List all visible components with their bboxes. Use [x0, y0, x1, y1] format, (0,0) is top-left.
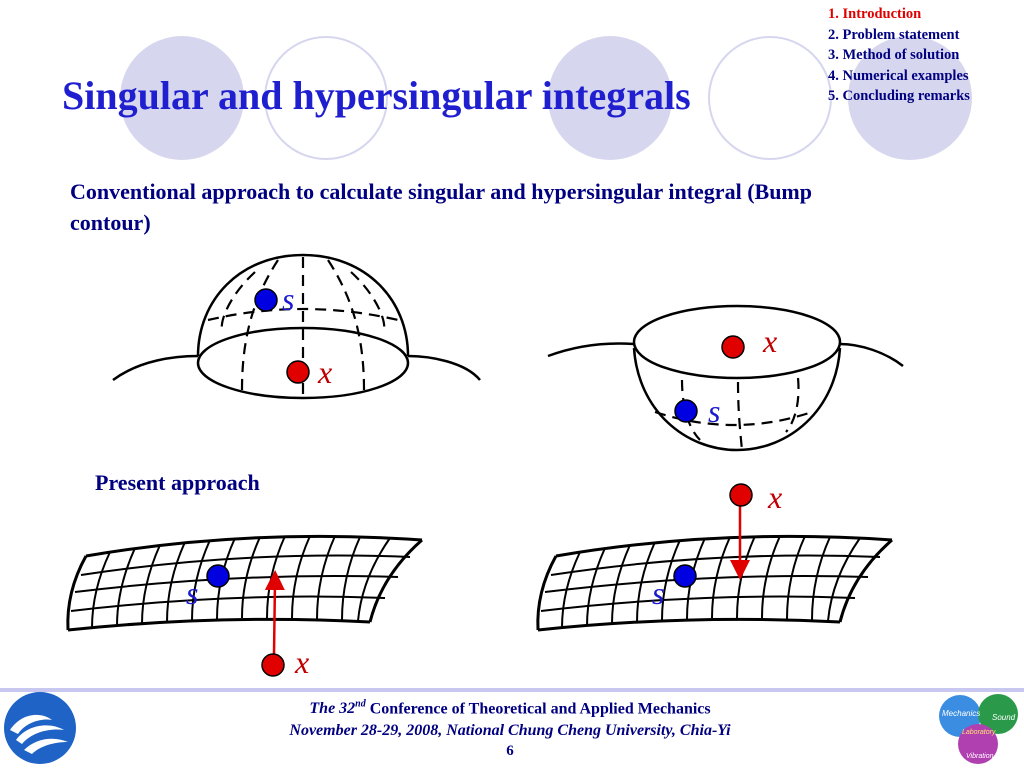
- source-point: [674, 399, 698, 423]
- slide-subtitle: Conventional approach to calculate singu…: [70, 179, 812, 235]
- page-number: 6: [506, 743, 514, 760]
- logo-vibration: Vibration: [966, 753, 994, 760]
- field-point: [261, 653, 285, 677]
- source-label: s: [708, 393, 720, 429]
- field-label: x: [767, 479, 782, 515]
- decor-circle: [708, 36, 832, 160]
- logo-laboratory: Laboratory: [962, 729, 996, 736]
- source-label: s: [186, 575, 198, 611]
- source-point: [673, 564, 697, 588]
- present-approach-label: Present approach: [95, 470, 260, 495]
- field-label: x: [317, 354, 332, 390]
- outline-item-problem-statement[interactable]: 2. Problem statement: [828, 26, 960, 43]
- msv-laboratory-logo: Mechanics Sound Laboratory Vibration: [939, 694, 1018, 764]
- conference-dates: November 28-29, 2008, National Chung Che…: [289, 722, 731, 740]
- decor-circle: [264, 36, 388, 160]
- outline-nav: 1. Introduction 2. Problem statement 3. …: [828, 4, 970, 107]
- outline-item-numerical-examples[interactable]: 4. Numerical examples: [828, 67, 969, 84]
- field-label: x: [762, 323, 777, 359]
- field-point: [729, 483, 753, 507]
- mesh-surface-left: [66, 534, 423, 632]
- field-point: [721, 335, 745, 359]
- decor-circle: [548, 36, 672, 160]
- conference-sup: nd: [355, 699, 366, 710]
- source-points: [206, 288, 698, 588]
- field-to-source-arrow: [264, 570, 285, 656]
- outline-item-introduction[interactable]: 1. Introduction: [828, 6, 922, 22]
- source-point: [254, 288, 278, 312]
- source-label: s: [652, 575, 664, 611]
- conference-line: The 32nd Conference of Theoretical and A…: [200, 694, 820, 720]
- footer: The 32nd Conference of Theoretical and A…: [200, 694, 820, 760]
- source-point: [206, 564, 230, 588]
- logo-sound: Sound: [992, 713, 1016, 722]
- mesh-surface-right: [536, 534, 893, 632]
- source-label: s: [282, 281, 294, 317]
- logo-mechanics: Mechanics: [942, 709, 980, 718]
- conference-prefix: The 32: [309, 700, 356, 718]
- university-logo: [4, 692, 76, 764]
- bump-down-figure: [547, 304, 904, 452]
- field-label: x: [294, 644, 309, 680]
- outline-item-method-of-solution[interactable]: 3. Method of solution: [828, 47, 960, 63]
- outline-item-concluding-remarks[interactable]: 5. Concluding remarks: [828, 88, 970, 104]
- slide-title: Singular and hypersingular integrals: [62, 73, 691, 118]
- field-points: [261, 335, 753, 677]
- decor-circle: [120, 36, 244, 160]
- decor-circle: [848, 36, 972, 160]
- footer-divider: [0, 688, 1024, 692]
- field-point: [286, 360, 310, 384]
- conference-name: Conference of Theoretical and Applied Me…: [365, 700, 711, 718]
